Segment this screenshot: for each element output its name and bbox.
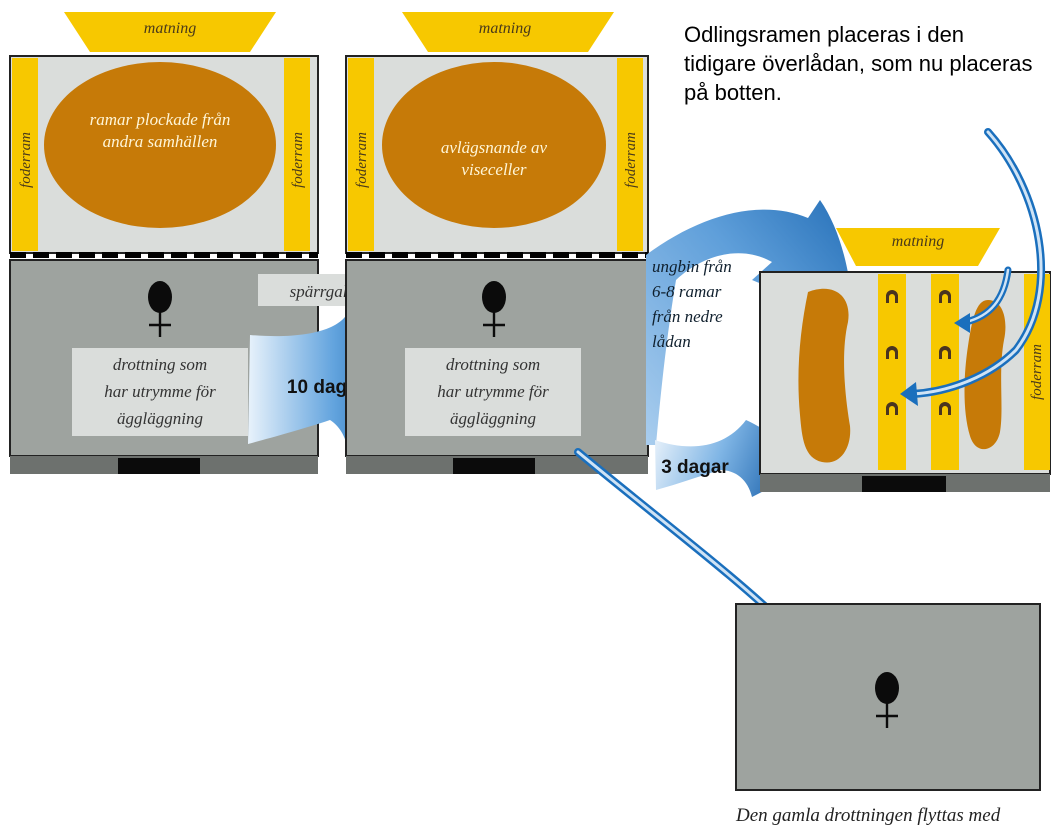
comb-1-text: ramar plockade från [90,110,231,129]
entrance-1 [118,458,200,474]
arrow-icon [646,200,852,445]
placement-note: Odlingsramen placeras i den tidigare öve… [684,22,1033,105]
queen-text-2: har utrymme för [437,382,549,401]
queen-text-1: har utrymme för [104,382,216,401]
rearing-frame-2 [931,274,959,470]
comb-1-text: andra samhällen [103,132,218,151]
queen-text-1: drottning som [113,355,207,374]
food-frame-1b [284,58,310,251]
queen-text-1: äggläggning [117,409,203,428]
food-frame-1a [12,58,38,251]
brood-comb-3a [798,288,851,463]
feeder-1-label: matning [144,20,196,37]
hive-1: matning foderram foderram ramar plockade… [9,12,319,474]
food-frame-label: foderram [290,132,306,188]
arrow-icon [900,382,918,406]
comb-2-text: avlägsnande av [441,138,548,157]
arrow-frame-placement [900,128,1046,406]
nurse-bees-text: ungbin från [652,257,732,276]
entrance-2 [453,458,535,474]
feeder-2 [402,12,614,52]
comb-2-text: viseceller [461,160,527,179]
food-frame-label: foderram [354,132,370,188]
brood-comb-2 [382,62,606,228]
queen-text-2: drottning som [446,355,540,374]
arrow-nurse-bees: ungbin från 6-8 ramar från nedre lådan [646,200,852,445]
nurse-bees-text: lådan [652,332,691,351]
food-frame-label: foderram [18,132,34,188]
feeder-3-label: matning [892,233,944,250]
food-frame-2b [617,58,643,251]
food-frame-label: foderram [1029,344,1045,400]
arrow-icon [954,313,970,333]
rearing-frame-1 [878,274,906,470]
queen-text-box-1 [72,348,248,436]
feeder-2-label: matning [479,20,531,37]
nurse-bees-text: från nedre [652,307,723,326]
hive-2: matning foderram foderram avlägsnande av… [345,12,649,474]
feeder-1 [64,12,276,52]
entrance-3 [862,476,946,492]
feeder-3 [836,228,1000,266]
brood-comb-1 [44,62,276,228]
nurse-bees-text: 6-8 ramar [652,282,722,301]
food-frame-label: foderram [623,132,639,188]
queen-text-box-2 [405,348,581,436]
queen-text-2: äggläggning [450,409,536,428]
old-queen-caption: Den gamla drottningen flyttas med [736,805,1001,826]
arrow-3-label: 3 dagar [661,457,729,478]
food-frame-2a [348,58,374,251]
